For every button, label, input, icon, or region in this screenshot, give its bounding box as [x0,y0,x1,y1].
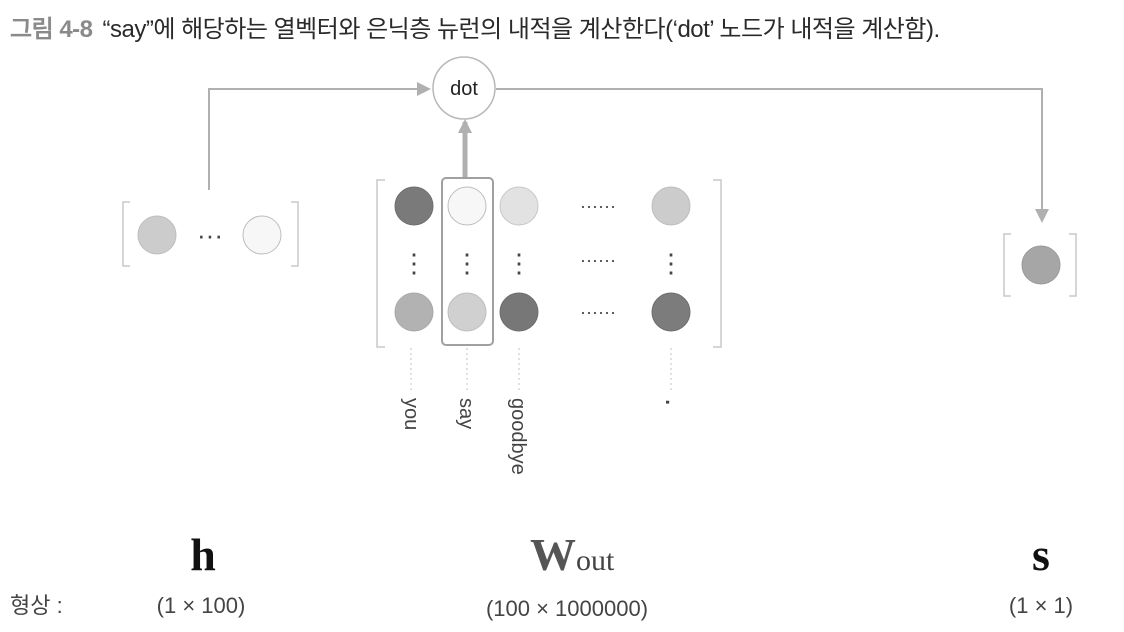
bracket-left [122,201,130,267]
col-vellipsis: ⋮ [658,248,684,278]
hidden-vector-h: ··· [122,201,299,267]
col-vellipsis: ⋮ [506,248,532,278]
dot-node-label: dot [450,78,478,100]
col-vellipsis: ⋮ [401,248,427,278]
shape-label: 형상 : [10,593,63,618]
symbol-w-out: Wout [530,529,615,580]
figure-label: 그림 4-8 [10,16,93,43]
bracket-right [713,179,722,348]
bracket-left [376,179,385,348]
weight-neuron [651,186,691,226]
column-label-say: say [455,398,477,429]
column-label-period: . [659,398,692,406]
weight-neuron [394,186,434,226]
shape-w-out: (100 × 1000000) [486,596,648,621]
weight-matrix-w-out: ······ ⋮ ⋮ ⋮ ······ ⋮ ······ you say goo… [376,177,722,475]
column-label-goodbye: goodbye [507,398,529,475]
weight-neuron [499,292,539,332]
bracket-right [1069,233,1077,297]
highlighted-column-say [441,177,494,346]
caption-text: “say”에 해당하는 열벡터와 은닉층 뉴런의 내적을 계산한다(‘dot’ … [102,16,941,43]
score-neuron [1021,245,1061,285]
symbol-w-subscript: out [576,544,615,577]
weight-neuron [447,292,487,332]
shape-s: (1 × 1) [1009,593,1073,618]
symbol-s: s [1032,529,1050,580]
column-label-you: you [400,398,422,430]
row-ellipsis: ······ [580,196,616,216]
shape-h: (1 × 100) [157,593,246,618]
weight-neuron [447,186,487,226]
bracket-left [1003,233,1011,297]
weight-neuron [651,292,691,332]
row-ellipsis: ······ [580,302,616,322]
weight-neuron [394,292,434,332]
hidden-neuron [242,215,282,255]
symbol-h: h [190,529,216,580]
dot-node: dot [432,56,496,120]
hidden-ellipsis: ··· [197,220,223,250]
arrow-h-to-dot [208,82,431,190]
col-vellipsis: ⋮ [454,248,480,278]
bracket-right [291,201,299,267]
hidden-neuron [137,215,177,255]
arrow-dot-to-s [496,88,1049,223]
figure-caption: 그림 4-8 “say”에 해당하는 열벡터와 은닉층 뉴런의 내적을 계산한다(… [10,9,940,44]
mid-ellipsis: ······ [580,250,616,270]
score-s [1003,233,1077,297]
symbol-w: W [530,529,576,580]
weight-neuron [499,186,539,226]
